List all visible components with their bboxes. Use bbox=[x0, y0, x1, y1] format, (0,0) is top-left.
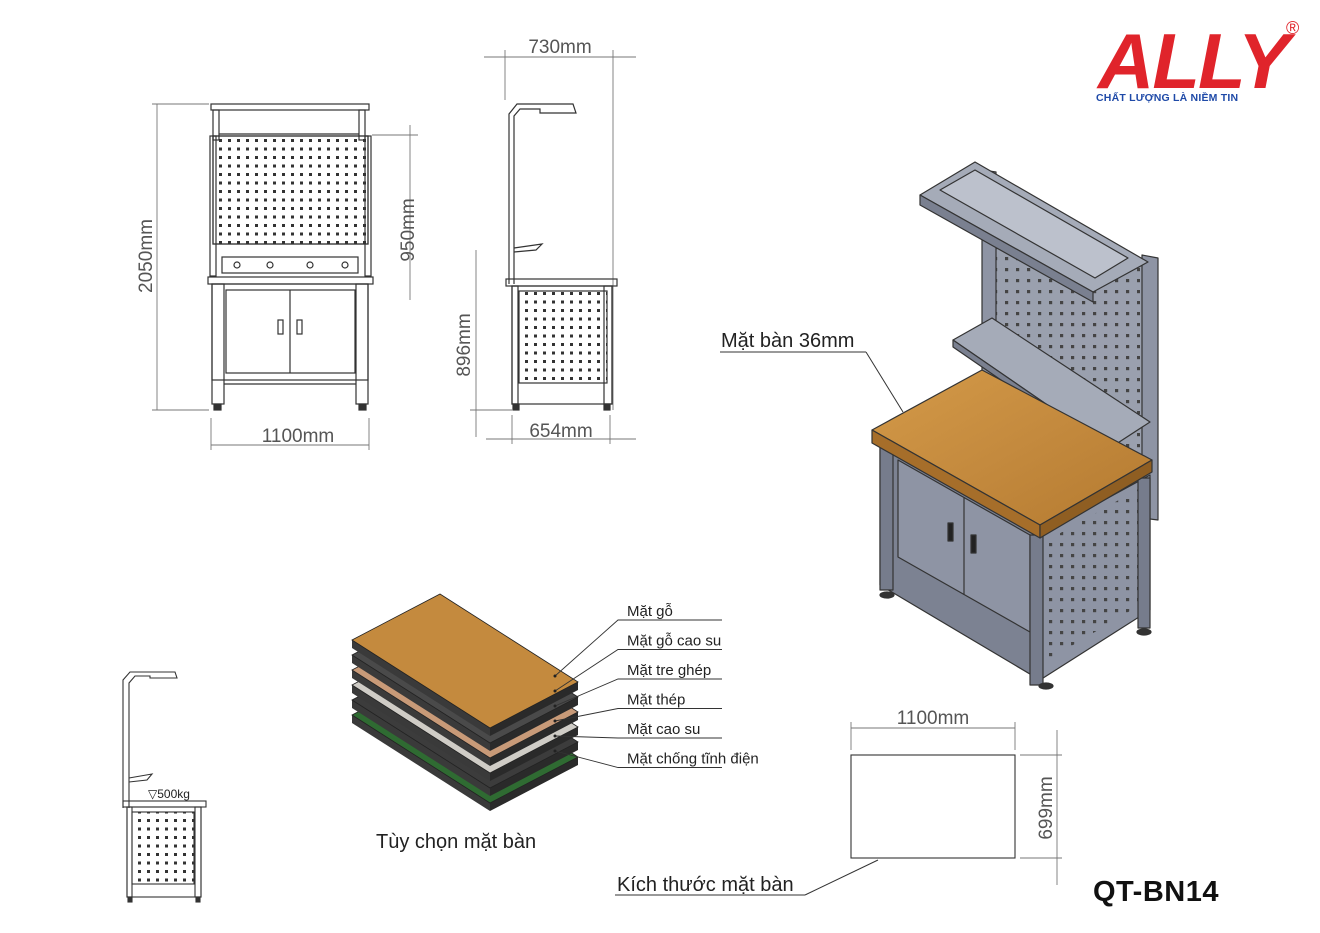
side-upper-label: 950mm bbox=[398, 198, 419, 261]
top-options-stack bbox=[351, 593, 579, 811]
brand-logo: ALLY ® CHẤT LƯỢNG LÀ NIỀM TIN bbox=[1096, 17, 1299, 105]
side-depth-label: 654mm bbox=[529, 421, 592, 442]
registered-mark: ® bbox=[1286, 18, 1299, 38]
top-size-drawing bbox=[615, 722, 1062, 896]
top-option-label: Mặt cao su bbox=[627, 721, 700, 738]
option-leader-dot bbox=[553, 719, 557, 723]
top-size-depth-label: 699mm bbox=[1036, 776, 1057, 839]
front-width-label: 1100mm bbox=[262, 426, 335, 447]
top-options-title: Tùy chọn mặt bàn bbox=[376, 831, 536, 853]
option-leader-dot bbox=[553, 674, 557, 678]
option-leader-line bbox=[554, 678, 722, 707]
side-top-label: 730mm bbox=[528, 37, 591, 58]
front-view bbox=[152, 103, 374, 450]
load-capacity-label: ▽500kg bbox=[148, 787, 190, 801]
side-view bbox=[372, 50, 636, 444]
isometric-workbench bbox=[871, 161, 1159, 690]
worktop-callout-label: Mặt bàn 36mm bbox=[721, 330, 854, 352]
top-size-width-label: 1100mm bbox=[897, 708, 970, 729]
option-leader-line bbox=[554, 619, 722, 677]
option-leader-line bbox=[554, 735, 722, 739]
top-option-label: Mặt chống tĩnh điện bbox=[627, 751, 759, 768]
logo-tagline: CHẤT LƯỢNG LÀ NIỀM TIN bbox=[1096, 91, 1238, 104]
option-leader-dot bbox=[553, 704, 557, 708]
top-option-label: Mặt thép bbox=[627, 692, 685, 709]
side-lower-label: 896mm bbox=[454, 313, 475, 376]
option-leader-dot bbox=[553, 749, 557, 753]
top-size-caption: Kích thước mặt bàn bbox=[617, 874, 794, 896]
top-option-label: Mặt tre ghép bbox=[627, 662, 711, 679]
top-option-label: Mặt gỗ cao su bbox=[627, 633, 721, 650]
small-side-view bbox=[122, 671, 207, 903]
logo-wordmark: ALLY bbox=[1096, 17, 1296, 105]
top-options-leaders bbox=[553, 619, 722, 768]
top-option-label: Mặt gỗ bbox=[627, 603, 673, 620]
option-leader-dot bbox=[553, 689, 557, 693]
option-leader-line bbox=[554, 649, 722, 692]
top-option-slab bbox=[351, 593, 579, 736]
model-number: QT-BN14 bbox=[1093, 876, 1219, 908]
option-leader-dot bbox=[553, 734, 557, 738]
front-height-label: 2050mm bbox=[136, 219, 157, 293]
option-leader-line bbox=[554, 708, 722, 722]
worktop-callout: Mặt bàn 36mm bbox=[720, 330, 904, 413]
option-leader-line bbox=[554, 750, 722, 768]
